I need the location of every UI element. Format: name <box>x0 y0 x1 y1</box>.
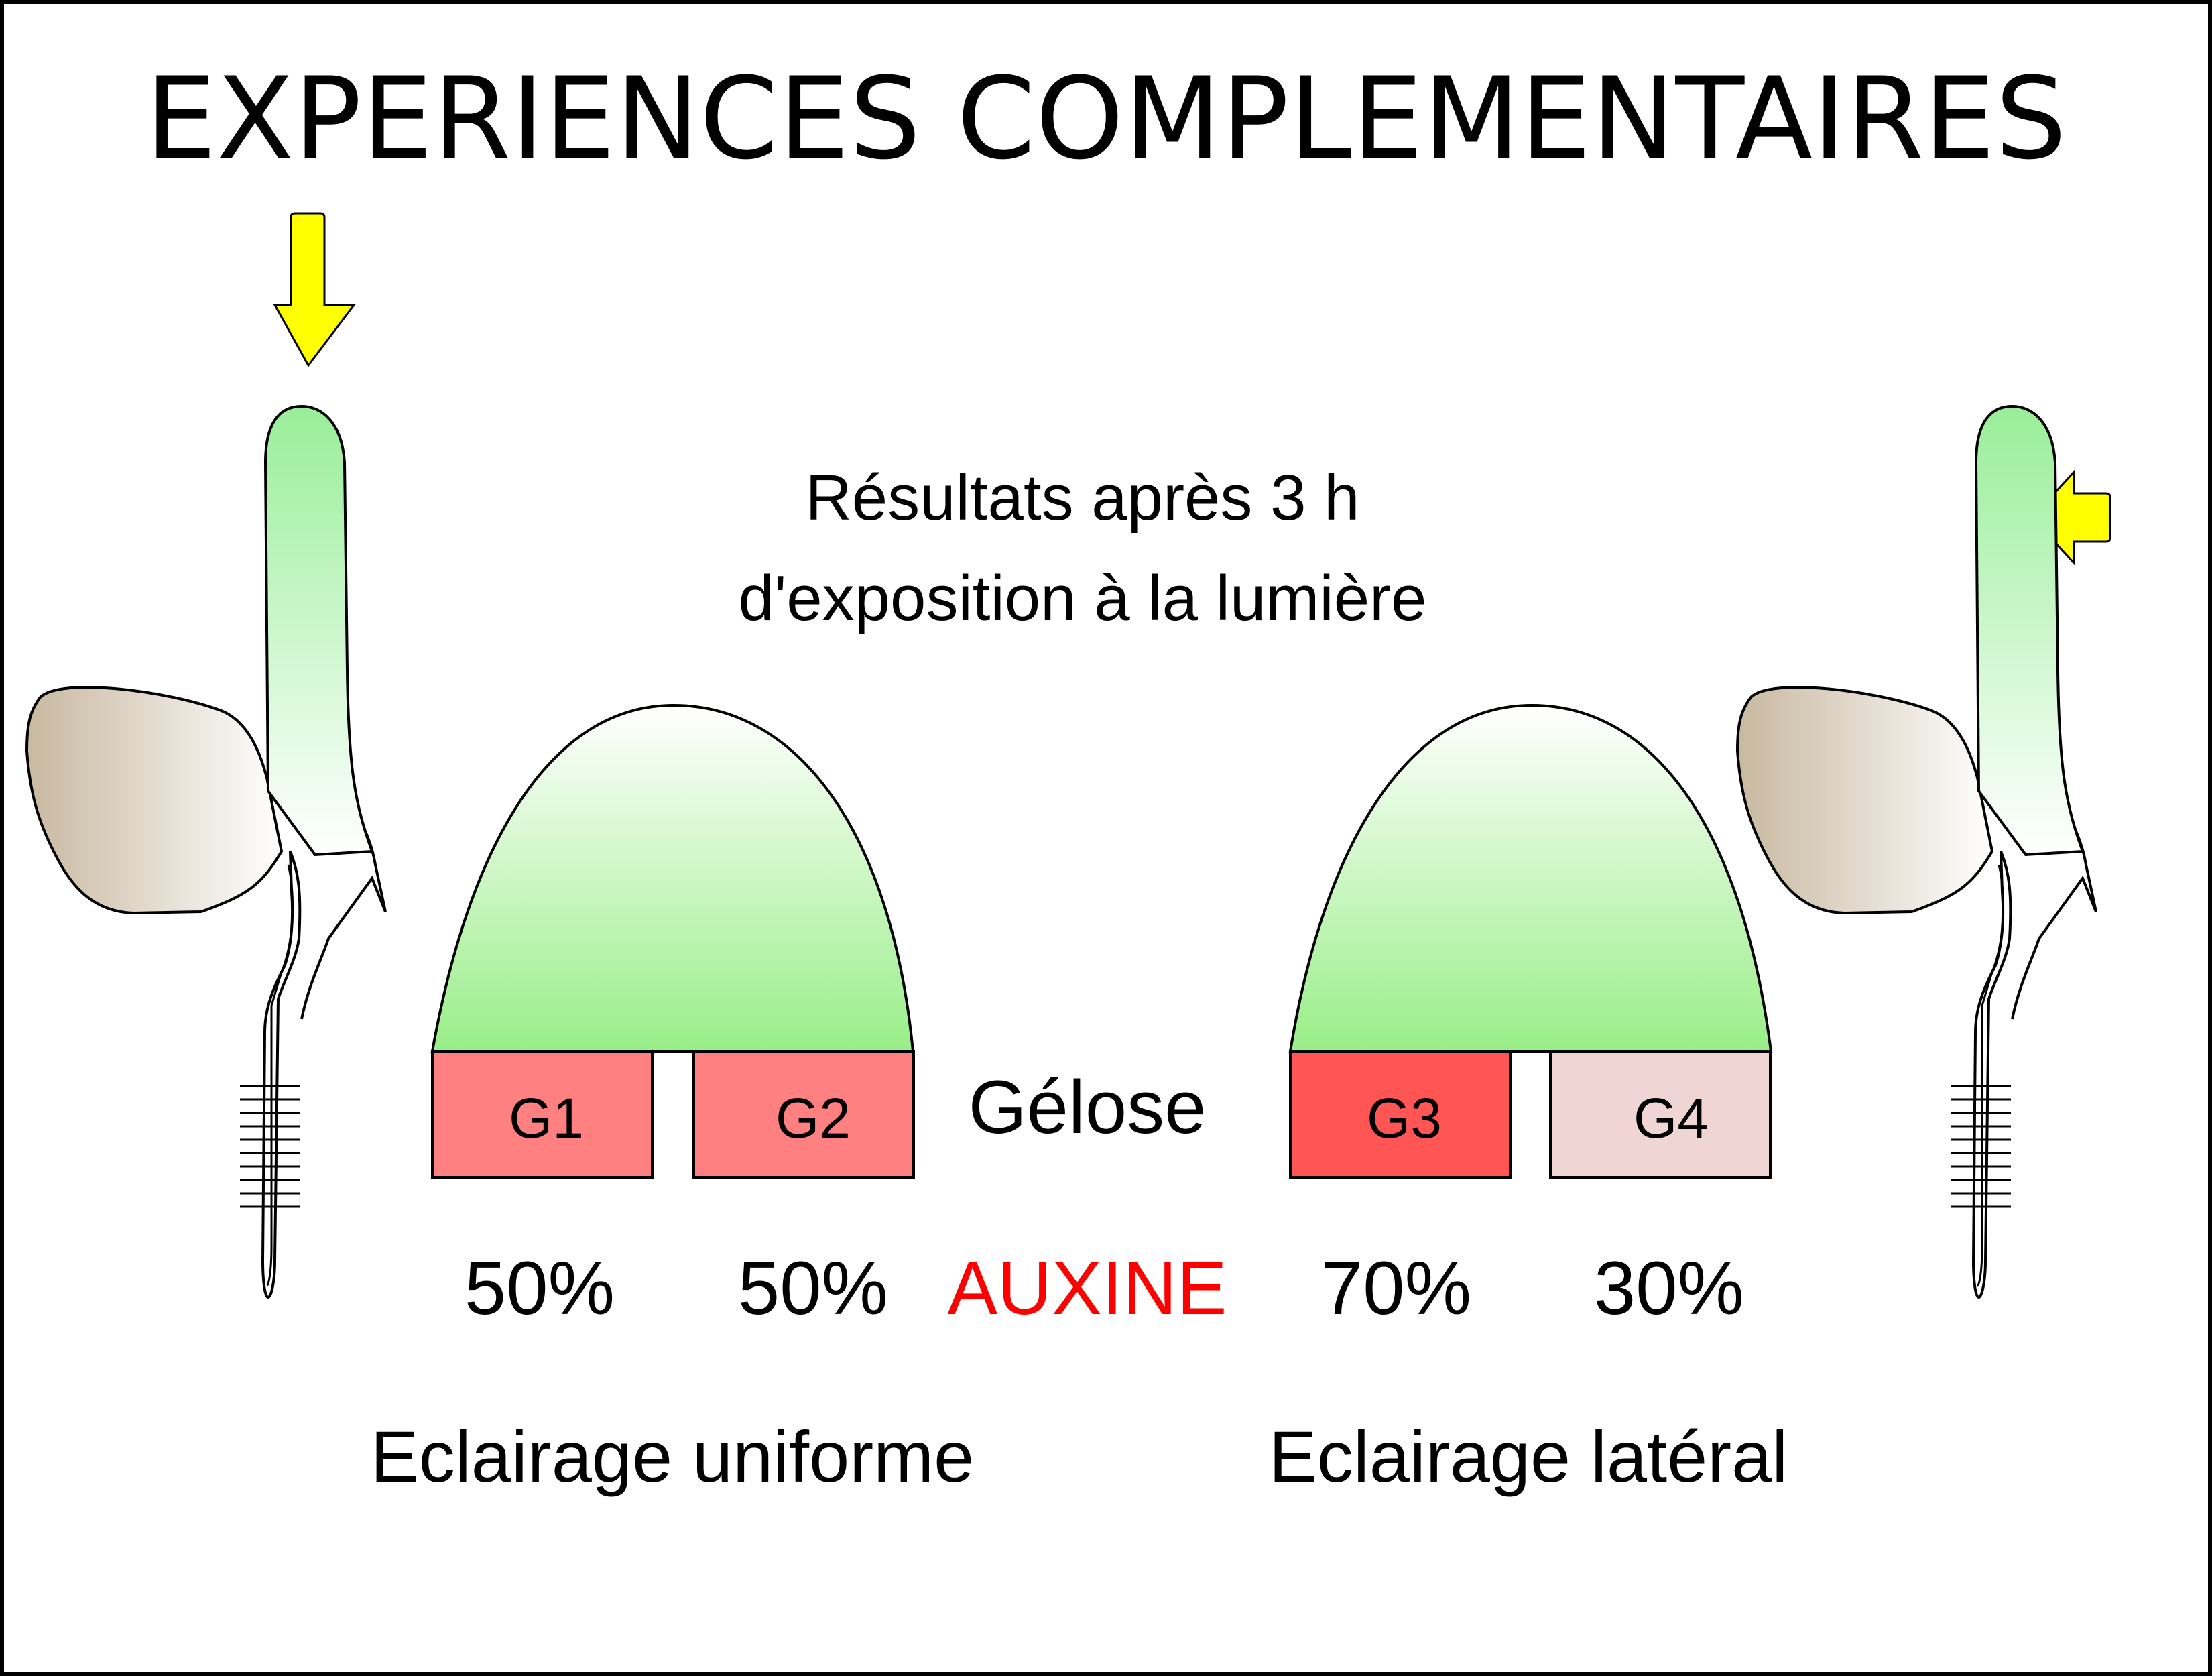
seedling-left <box>25 212 387 1299</box>
results-line-1: Résultats après 3 h <box>805 462 1359 534</box>
percent-g3: 70% <box>1321 1246 1471 1330</box>
seed-right <box>1735 686 1994 915</box>
auxine-label: AUXINE <box>948 1246 1227 1330</box>
seedling-right <box>1735 404 2111 1299</box>
coleoptile-left <box>263 404 374 857</box>
dome-left <box>430 703 915 1053</box>
root-hairs-right <box>1951 1085 2011 1208</box>
agar-block-g3: G3 <box>1289 1050 1512 1179</box>
block-label-g4: G4 <box>1634 1087 1709 1150</box>
agar-block-g1: G1 <box>431 1050 654 1179</box>
block-label-g1: G1 <box>509 1087 584 1150</box>
gelose-label: Gélose <box>969 1065 1207 1149</box>
light-arrow-left-icon <box>2030 469 2111 566</box>
caption-uniform-lighting: Eclairage uniforme <box>371 1416 974 1497</box>
block-label-g3: G3 <box>1367 1087 1442 1150</box>
coleoptile-right <box>1974 404 2085 857</box>
caption-lateral-lighting: Eclairage latéral <box>1269 1416 1788 1497</box>
percent-g4: 30% <box>1594 1246 1744 1330</box>
percent-g2: 50% <box>738 1246 888 1330</box>
seed-left <box>25 686 284 915</box>
apex-right <box>1288 703 1773 1053</box>
results-line-2: d'exposition à la lumière <box>739 562 1427 634</box>
agar-block-g4: G4 <box>1549 1050 1772 1179</box>
light-arrow-down-icon <box>273 212 357 367</box>
dome-right <box>1288 703 1773 1053</box>
agar-block-g2: G2 <box>692 1050 915 1179</box>
apex-left <box>430 703 915 1053</box>
block-label-g2: G2 <box>776 1087 851 1150</box>
percent-g1: 50% <box>465 1246 615 1330</box>
diagram-title: EXPERIENCES COMPLEMENTAIRES <box>145 53 2067 184</box>
root-hairs-left <box>240 1085 300 1208</box>
